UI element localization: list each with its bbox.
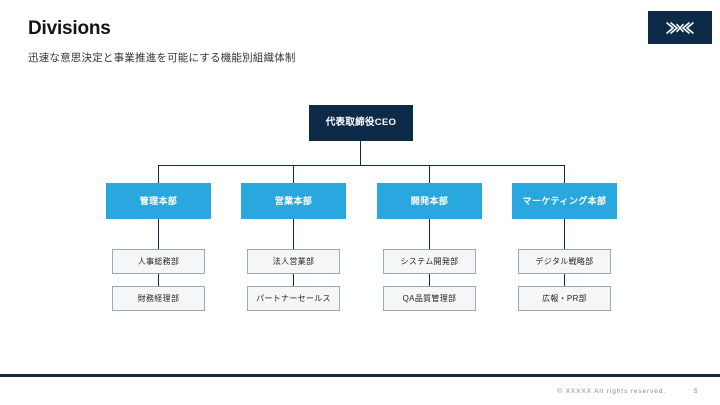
connector-drop-3 bbox=[429, 165, 430, 183]
connector-div3-sub1 bbox=[429, 219, 430, 249]
footer-copyright: © XXXXX All rights reserved. bbox=[557, 388, 666, 395]
connector-ceo-stem bbox=[360, 141, 361, 165]
connector-div4-sub1 bbox=[564, 219, 565, 249]
org-node-department-1-1[interactable]: 人事総務部 bbox=[112, 249, 205, 274]
connector-drop-2 bbox=[293, 165, 294, 183]
connector-sub1-sub2-col1 bbox=[158, 274, 159, 286]
org-node-department-4-2[interactable]: 広報・PR部 bbox=[518, 286, 611, 311]
org-node-department-2-2[interactable]: パートナーセールス bbox=[247, 286, 340, 311]
footer-divider bbox=[0, 374, 720, 377]
org-node-division-1[interactable]: 管理本部 bbox=[106, 183, 211, 219]
org-node-division-3[interactable]: 開発本部 bbox=[377, 183, 482, 219]
connector-div1-sub1 bbox=[158, 219, 159, 249]
org-node-department-1-2[interactable]: 財務経理部 bbox=[112, 286, 205, 311]
connector-sub1-sub2-col3 bbox=[429, 274, 430, 286]
connector-div2-sub1 bbox=[293, 219, 294, 249]
footer-page-number: 5 bbox=[693, 388, 698, 395]
brand-logo bbox=[648, 11, 712, 44]
brand-chevron-mark bbox=[666, 21, 694, 34]
org-node-division-4[interactable]: マーケティング本部 bbox=[512, 183, 617, 219]
org-node-department-3-1[interactable]: システム開発部 bbox=[383, 249, 476, 274]
page-title: Divisions bbox=[28, 18, 111, 39]
connector-drop-4 bbox=[564, 165, 565, 183]
org-node-ceo[interactable]: 代表取締役CEO bbox=[309, 105, 413, 141]
org-node-department-4-1[interactable]: デジタル戦略部 bbox=[518, 249, 611, 274]
connector-sub1-sub2-col2 bbox=[293, 274, 294, 286]
org-node-department-2-1[interactable]: 法人営業部 bbox=[247, 249, 340, 274]
page-subtitle: 迅速な意思決定と事業推進を可能にする機能別組織体制 bbox=[28, 52, 296, 64]
connector-sub1-sub2-col4 bbox=[564, 274, 565, 286]
connector-bus bbox=[158, 165, 565, 166]
org-node-division-2[interactable]: 営業本部 bbox=[241, 183, 346, 219]
connector-drop-1 bbox=[158, 165, 159, 183]
org-node-department-3-2[interactable]: QA品質管理部 bbox=[383, 286, 476, 311]
